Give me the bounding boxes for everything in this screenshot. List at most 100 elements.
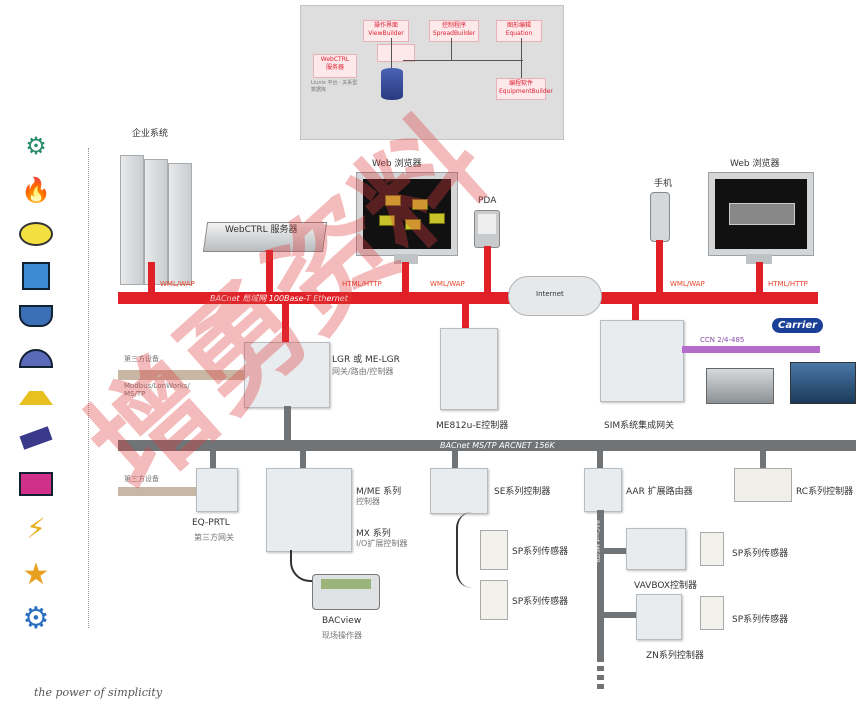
me812-controller [440,328,498,410]
carrier-logo: Carrier [772,318,824,333]
gauge-icon [14,340,58,376]
red-connector [266,250,273,292]
third-party-cable-2 [118,487,196,496]
se-label: SE系列控制器 [494,487,551,497]
bacview-label: BACview [322,616,362,626]
software-item-2-label: 控制程序 SpreadBuilder [432,22,476,37]
database-icon [381,68,403,100]
chiller-2 [790,362,856,404]
icon-dotted-connector [88,148,89,628]
ethernet-bus [118,292,818,304]
third-party-label-1: 第三方设备 [124,355,159,363]
lgr-sublabel: 网关/路由/控制器 [332,367,394,376]
sp-sensor-4 [700,596,724,630]
star-icon: ★ [22,556,50,592]
third-party-label-1b: Modbus/LonWorks/ MS/TP [124,382,190,398]
enterprise-servers [120,155,192,285]
third-party-label-2: 第三方设备 [124,475,159,483]
mx-sublabel: I/O扩展控制器 [356,539,408,548]
vavbox-controller [626,528,686,570]
protocol-wml-2: WML/WAP [430,280,465,288]
software-item-2: 控制程序 SpreadBuilder [429,20,479,42]
protocol-wml-3: WML/WAP [670,280,705,288]
sensor-cable [456,512,486,588]
aar-router [584,468,622,512]
gray-connector [284,406,291,440]
eq-prtl-gateway [196,468,238,512]
fire-icon: 🔥 [21,176,51,204]
gear-icon: ⚙ [22,600,50,636]
webctrl-server-title: WebCTRL 服务器 [320,56,350,71]
red-connector [282,304,289,342]
mstp-bus [118,440,856,451]
sp-sensor-3 [700,532,724,566]
mx-label: MX 系列 [356,529,391,539]
connector-line [391,38,392,68]
sp-sensor-2-label: SP系列传感器 [512,597,569,607]
sim-label: SIM系统集成网关 [604,421,675,431]
red-connector [484,246,491,292]
software-item-4-label: 编程软件 EquipmentBuilder [499,80,553,95]
lightning-icon: ⚡ [26,511,46,545]
protocol-wml-1: WML/WAP [160,280,195,288]
web-browser-2-monitor [708,172,814,256]
phone-device [650,192,670,242]
me812-label: ME812u-E控制器 [436,421,509,431]
se-controller [430,468,488,514]
battery-icon [14,466,58,502]
aar-branch-bus [597,510,604,662]
gray-connector [597,451,603,469]
red-connector [148,262,155,292]
cooking-pot-icon [14,298,58,334]
red-connector [756,262,763,292]
red-connector [632,304,639,320]
monitor-stand [746,254,772,264]
monitor-stand [394,254,418,264]
software-item-5 [377,44,415,62]
bus-continuation [597,675,604,680]
connector-line [451,38,452,60]
rc-label: RC系列控制器 [796,487,854,497]
gray-connector [760,451,766,469]
software-item-3: 图形编辑 Equation [496,20,542,42]
software-item-1-label: 操作界面 ViewBuilder [368,22,404,37]
zn-controller [636,594,682,640]
aar-branch-label: BACnet MS/TP [593,520,600,563]
webctrl-server-label: WebCTRL 服务器 [225,225,298,235]
tagline: the power of simplicity [34,686,163,699]
sim-gateway [600,320,684,402]
fuel-pump-icon [14,420,58,456]
bacview-device [312,574,380,610]
web-browser-1-monitor [356,172,458,256]
enterprise-label: 企业系统 [132,129,169,139]
zn-label: ZN系列控制器 [646,651,704,661]
vavbox-label: VAVBOX控制器 [634,581,698,591]
sp-sensor-4-label: SP系列传感器 [732,615,789,625]
connector-line [521,38,522,78]
sp-sensor-3-label: SP系列传感器 [732,549,789,559]
sp-sensor-1 [480,530,508,570]
software-item-3-label: 图形编辑 Equation [505,22,533,37]
phone-label: 手机 [654,179,673,189]
cube-icon [14,258,58,294]
gray-connector [604,548,626,554]
internet-label: Internet [536,290,564,298]
internet-cloud [508,276,602,316]
aar-label: AAR 扩展路由器 [626,487,693,497]
lightbulb-icon [14,216,58,252]
gray-connector [210,451,216,469]
rc-controller [734,468,792,502]
gray-connector [300,451,306,469]
hood-icon [14,380,58,416]
software-item-4: 编程软件 EquipmentBuilder [496,78,553,100]
chiller-1 [706,368,774,404]
bacview-sublabel: 现场操作器 [322,631,362,640]
connector-line [403,60,523,61]
mme-sublabel: 控制器 [356,497,380,506]
generator-icon: ⚙ [25,132,47,160]
pda-device [474,210,500,248]
mme-label: M/ME 系列 [356,487,402,497]
eq-prtl-sublabel: 第三方网关 [194,533,234,542]
sp-sensor-1-label: SP系列传感器 [512,547,569,557]
gray-connector [604,612,636,618]
